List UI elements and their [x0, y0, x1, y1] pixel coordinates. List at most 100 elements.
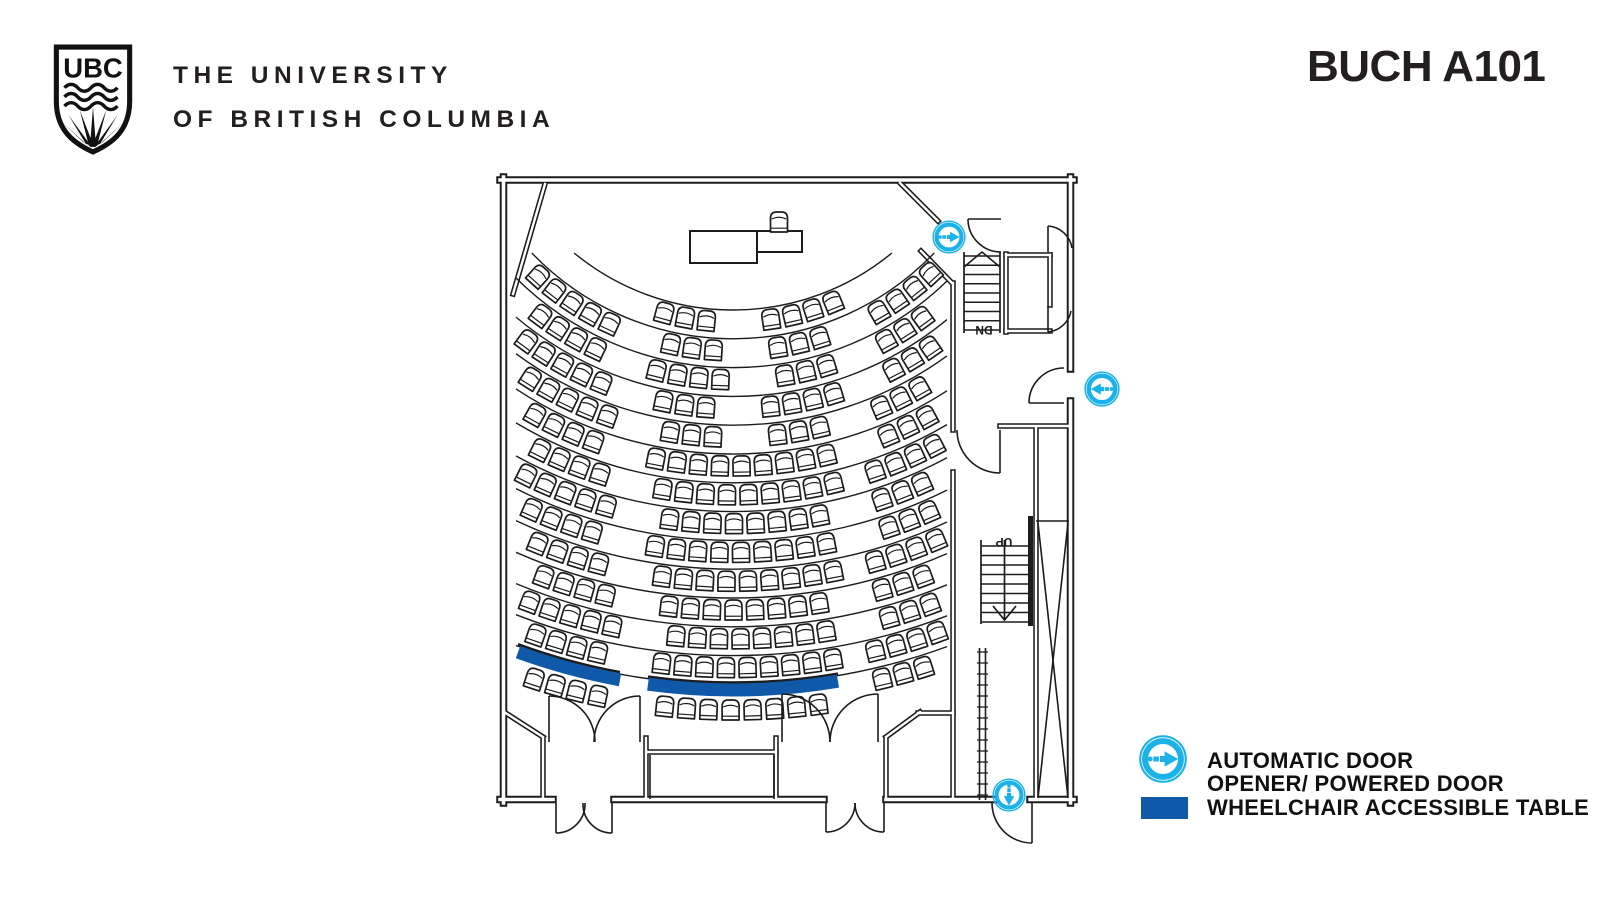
seat — [544, 629, 568, 655]
seat — [867, 299, 892, 326]
seat — [874, 328, 900, 355]
wheelchair-accessible-table — [647, 674, 840, 697]
seat — [767, 423, 788, 447]
seat — [823, 382, 846, 407]
seat — [759, 568, 780, 592]
seat — [885, 633, 908, 659]
seat — [759, 655, 779, 678]
seat — [910, 471, 935, 497]
university-name: THE UNIVERSITY OF BRITISH COLUMBIA — [173, 54, 555, 142]
seat — [892, 661, 915, 687]
seat — [774, 364, 796, 388]
seat — [674, 393, 695, 417]
seat — [552, 571, 575, 597]
plan-icons — [932, 220, 1120, 812]
seat — [765, 697, 785, 721]
automatic-door-icon — [1084, 371, 1120, 407]
seat — [543, 673, 566, 699]
wheelchair-accessible-table — [515, 646, 622, 687]
seat — [802, 387, 825, 412]
seat — [525, 531, 549, 557]
seat — [871, 487, 894, 513]
seat — [710, 454, 730, 477]
seat — [896, 414, 921, 441]
seat — [658, 595, 679, 619]
seat — [773, 625, 794, 649]
shield-waves — [63, 82, 119, 112]
door-swing — [582, 802, 613, 834]
seat — [687, 540, 708, 563]
seat — [918, 261, 945, 288]
seat — [659, 332, 682, 357]
seat — [788, 595, 809, 618]
seat — [802, 563, 823, 588]
seat — [774, 451, 795, 475]
seat — [710, 368, 730, 391]
seat — [760, 395, 781, 419]
seat — [651, 477, 673, 502]
seat — [808, 693, 829, 717]
seat — [513, 329, 539, 355]
seat — [555, 387, 580, 413]
seat — [594, 494, 617, 519]
seat — [731, 541, 751, 564]
seat — [545, 539, 569, 565]
seat — [539, 506, 563, 532]
seat — [915, 405, 940, 431]
seat — [802, 476, 824, 500]
seat — [884, 451, 908, 477]
seat — [870, 395, 894, 421]
seat — [766, 597, 787, 620]
shield-rays — [62, 107, 124, 147]
interior-linework — [649, 250, 1069, 800]
university-name-line2: OF BRITISH COLUMBIA — [173, 106, 556, 133]
seat — [666, 538, 687, 561]
seat — [926, 620, 950, 646]
stair-down-label: DN — [975, 323, 992, 337]
seat — [586, 641, 609, 665]
seat — [696, 309, 717, 333]
seat — [654, 695, 675, 719]
seat — [795, 359, 818, 384]
seat — [752, 540, 773, 563]
seat — [644, 447, 667, 471]
seat — [579, 609, 602, 634]
seat — [583, 337, 608, 363]
seat — [531, 341, 556, 367]
seat — [581, 429, 605, 455]
seat — [885, 543, 908, 569]
seat — [569, 362, 594, 388]
seat — [533, 472, 557, 498]
seat — [795, 448, 817, 472]
seat — [558, 604, 582, 629]
seat — [878, 515, 901, 541]
seat — [565, 679, 587, 704]
seat — [559, 513, 583, 539]
door-swing — [1028, 367, 1065, 404]
seat — [695, 569, 715, 592]
seat — [522, 402, 547, 429]
door-swing — [1047, 306, 1072, 333]
seat — [531, 564, 555, 590]
seat — [681, 423, 702, 447]
seat — [595, 404, 619, 430]
seat — [586, 684, 609, 709]
seat — [912, 564, 936, 590]
seat — [666, 363, 688, 387]
seat — [809, 504, 831, 528]
automatic-door-icon — [1139, 735, 1187, 783]
seat — [672, 654, 693, 678]
seat — [908, 376, 933, 402]
seat — [738, 656, 758, 679]
seat — [524, 264, 551, 291]
seat — [900, 347, 926, 373]
seat — [919, 592, 943, 618]
seat — [688, 453, 709, 477]
seat — [743, 698, 763, 721]
seat — [864, 459, 888, 485]
seat — [709, 627, 729, 650]
door-swings — [548, 218, 1073, 844]
seat — [732, 454, 752, 477]
seat — [738, 570, 758, 593]
